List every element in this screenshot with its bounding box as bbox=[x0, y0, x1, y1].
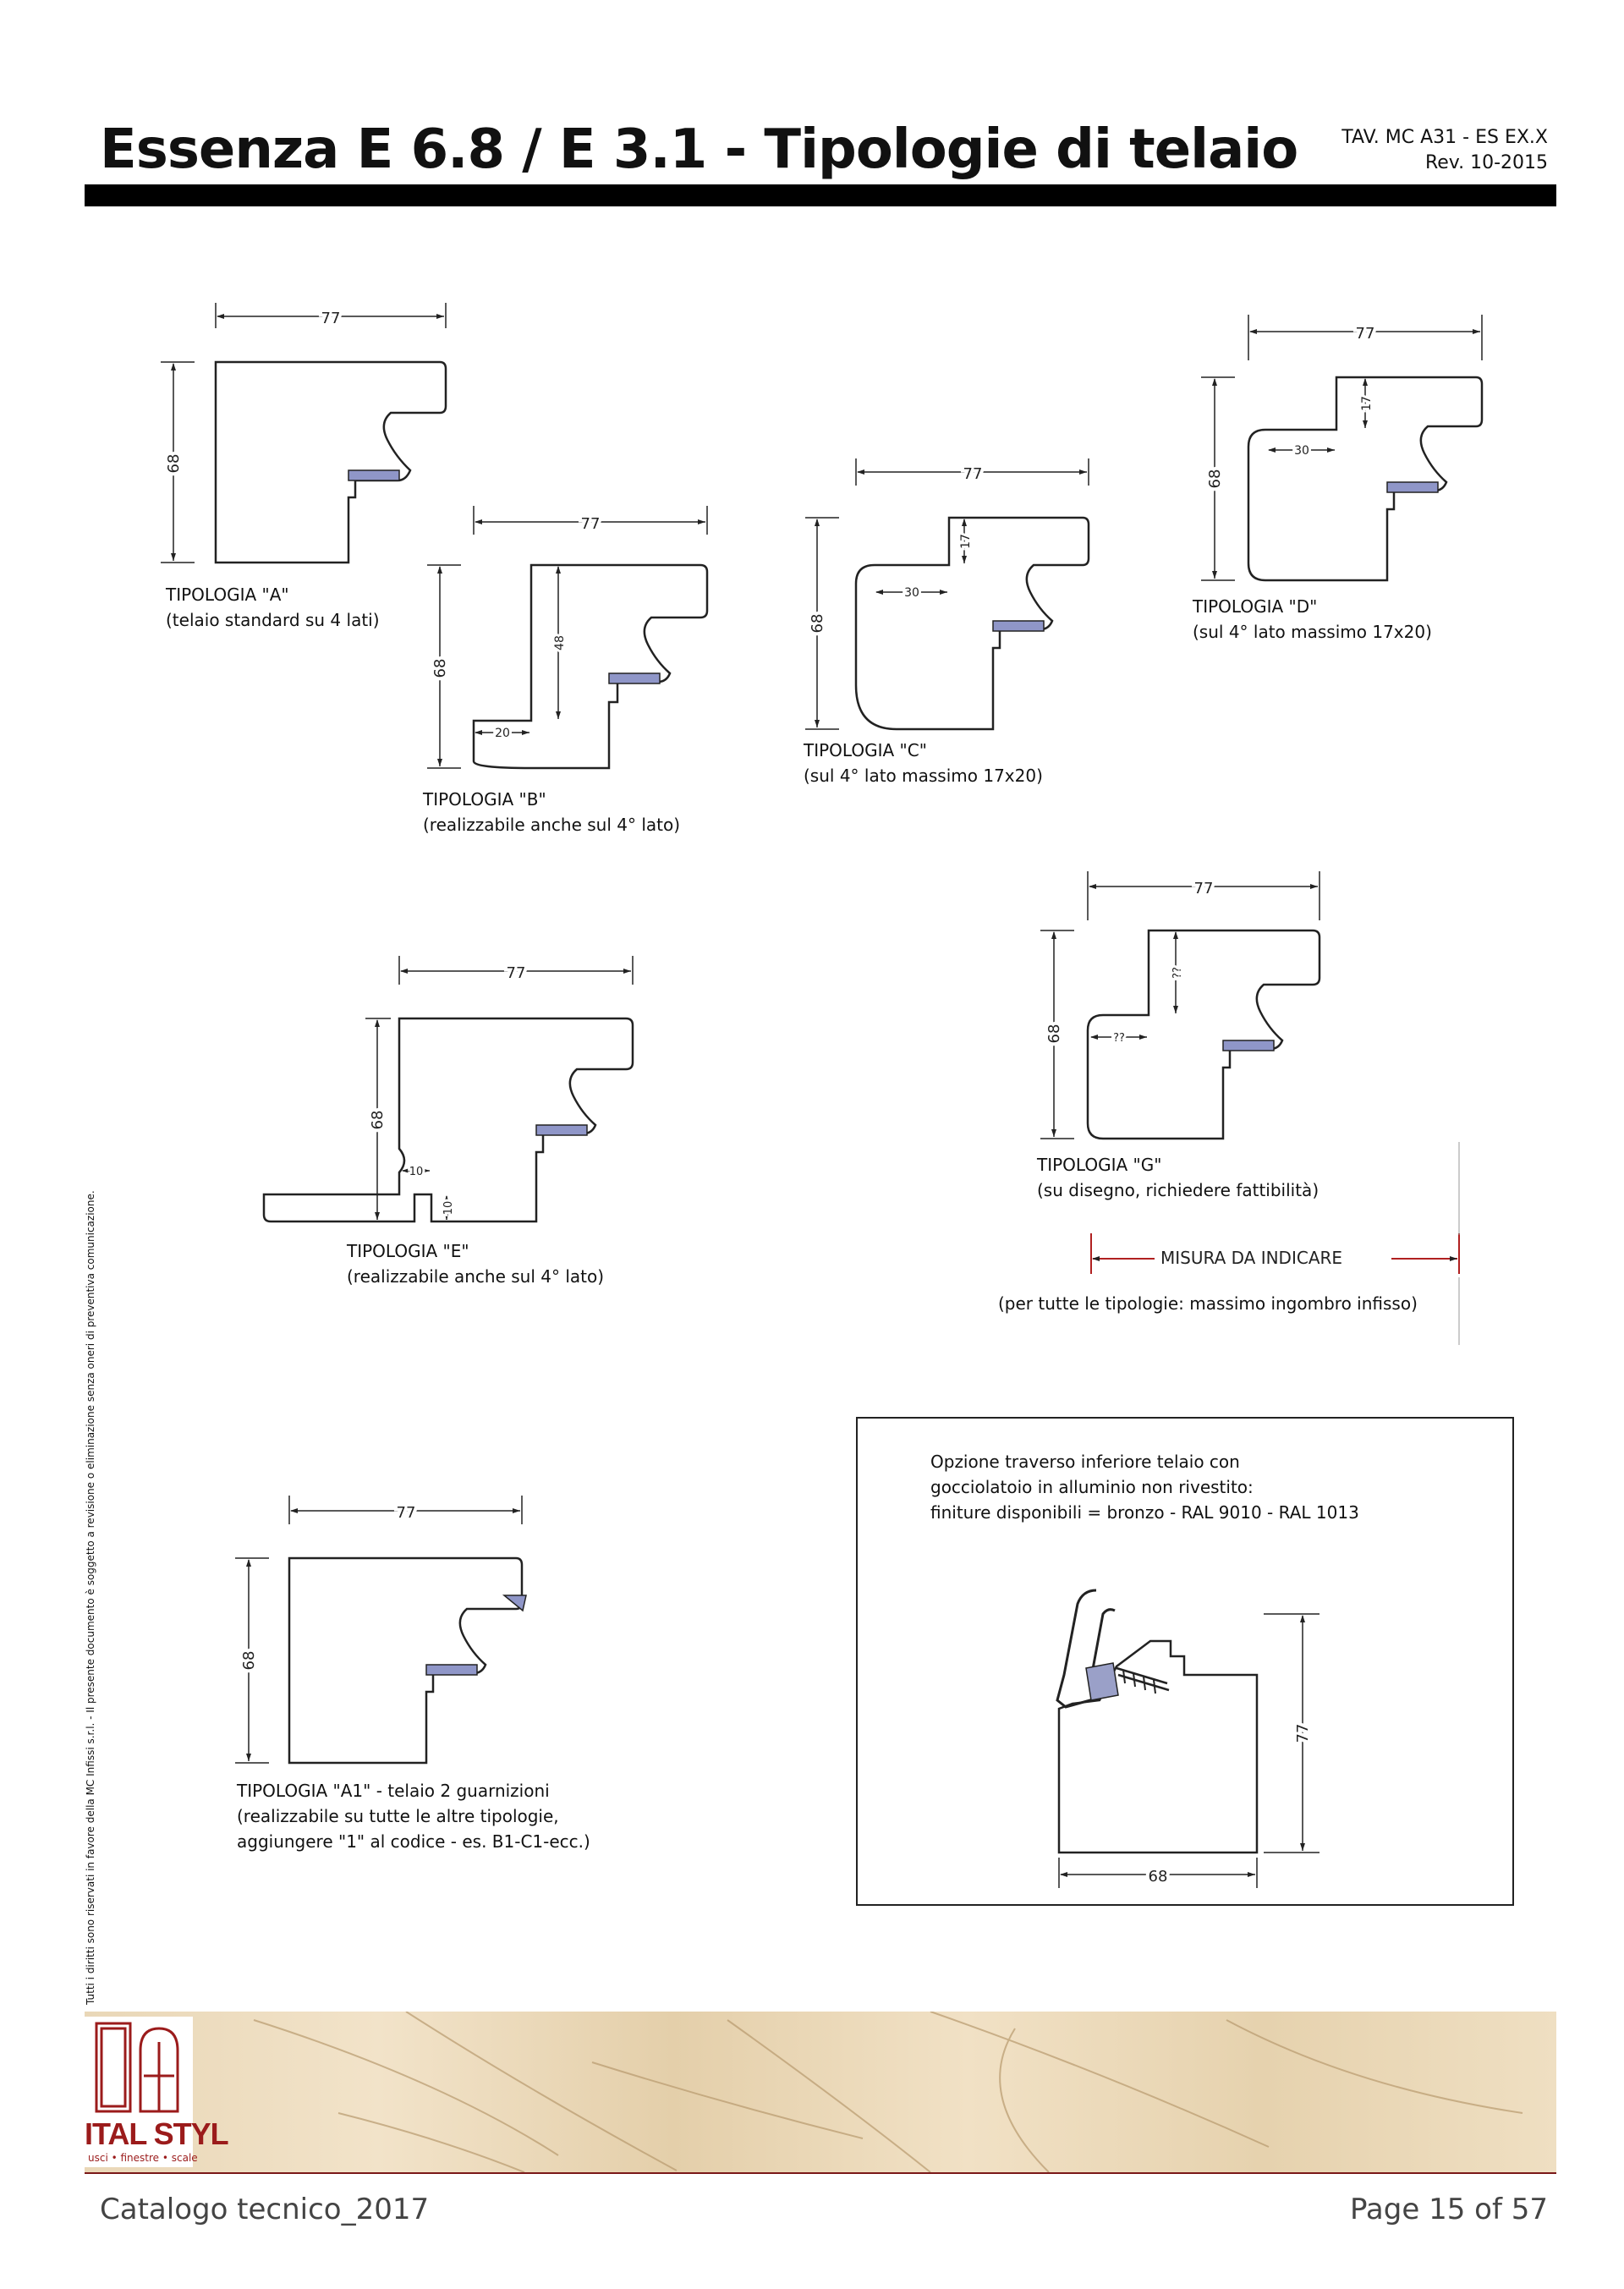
dim-g-step-h: ?? bbox=[1171, 967, 1184, 979]
option-line-1: Opzione traverso inferiore telaio con bbox=[930, 1452, 1240, 1472]
wood-grain bbox=[253, 2012, 1523, 2172]
brand-logo bbox=[85, 2017, 193, 2167]
dim-e-height: 68 bbox=[369, 1111, 387, 1130]
dim-e-notch-w: 10 bbox=[409, 1166, 424, 1178]
footer-page-number: Page 15 of 57 bbox=[1349, 2193, 1548, 2226]
caption-type-d: TIPOLOGIA "D" (sul 4° lato massimo 17x20… bbox=[1193, 594, 1432, 645]
dim-opt-width: 68 bbox=[1149, 1868, 1168, 1886]
dim-opt-height: 77 bbox=[1294, 1724, 1312, 1743]
profile-type-c bbox=[805, 458, 1090, 731]
profile-type-b bbox=[427, 506, 709, 770]
caption-note-2: aggiungere "1" al codice - es. B1-C1-ecc… bbox=[237, 1831, 590, 1852]
dim-a-height: 68 bbox=[165, 454, 183, 474]
dim-d-height: 68 bbox=[1206, 469, 1224, 489]
dim-c-height: 68 bbox=[809, 614, 826, 634]
ref-code: TAV. MC A31 - ES EX.X bbox=[1341, 127, 1548, 148]
caption-note: (sul 4° lato massimo 17x20) bbox=[1193, 622, 1432, 642]
dim-g-step-w: ?? bbox=[1113, 1032, 1125, 1045]
dim-d-step-w: 30 bbox=[1294, 444, 1309, 458]
caption-type-g: TIPOLOGIA "G" (su disegno, richiedere fa… bbox=[1037, 1152, 1319, 1203]
measure-indicator bbox=[1090, 1142, 1460, 1345]
caption-type-c: TIPOLOGIA "C" (sul 4° lato massimo 17x20… bbox=[804, 738, 1043, 788]
caption-label: TIPOLOGIA "B" bbox=[423, 789, 546, 810]
caption-type-a: TIPOLOGIA "A" (telaio standard su 4 lati… bbox=[166, 582, 380, 633]
caption-note: (sul 4° lato massimo 17x20) bbox=[804, 766, 1043, 786]
dim-b-width: 77 bbox=[581, 515, 601, 533]
caption-note: (realizzabile su tutte le altre tipologi… bbox=[237, 1806, 559, 1826]
caption-note: (realizzabile anche sul 4° lato) bbox=[423, 815, 681, 835]
door-window-icon bbox=[95, 2022, 179, 2113]
caption-note: (telaio standard su 4 lati) bbox=[166, 610, 380, 630]
profile-type-a1 bbox=[235, 1496, 527, 1765]
brand-tagline: usci • finestre • scale bbox=[88, 2152, 198, 2164]
option-text: Opzione traverso inferiore telaio con go… bbox=[930, 1449, 1359, 1525]
copyright-side-note: Tutti i diritti sono riservati in favore… bbox=[85, 1190, 96, 2005]
caption-note: (realizzabile anche sul 4° lato) bbox=[347, 1266, 605, 1287]
caption-label: TIPOLOGIA "A" bbox=[166, 585, 289, 605]
dim-a-width: 77 bbox=[321, 310, 341, 327]
dim-c-step-w: 30 bbox=[904, 586, 919, 600]
measure-label: MISURA DA INDICARE bbox=[1157, 1245, 1347, 1271]
revision: Rev. 10-2015 bbox=[1424, 152, 1548, 173]
dim-b-lip: 20 bbox=[495, 727, 510, 740]
brand-name: ITAL STYL bbox=[85, 2116, 229, 2151]
dim-a1-width: 77 bbox=[397, 1504, 416, 1522]
dim-d-width: 77 bbox=[1356, 325, 1375, 343]
measure-note: (per tutte le tipologie: massimo ingombr… bbox=[998, 1293, 1418, 1314]
footer-rule bbox=[85, 2172, 1556, 2174]
dim-b-inner-height: 48 bbox=[553, 635, 567, 650]
dim-g-height: 68 bbox=[1045, 1024, 1063, 1044]
header-rule bbox=[85, 184, 1556, 206]
caption-label: TIPOLOGIA "C" bbox=[804, 740, 927, 760]
footer-catalog: Catalogo tecnico_2017 bbox=[100, 2193, 430, 2226]
profile-type-a bbox=[161, 303, 447, 564]
caption-label: TIPOLOGIA "E" bbox=[347, 1241, 469, 1261]
profile-type-g bbox=[1040, 871, 1321, 1140]
caption-label: TIPOLOGIA "D" bbox=[1193, 596, 1318, 617]
caption-label: TIPOLOGIA "A1" - telaio 2 guarnizioni bbox=[237, 1781, 550, 1801]
caption-type-b: TIPOLOGIA "B" (realizzabile anche sul 4°… bbox=[423, 787, 680, 837]
drip-profile bbox=[1056, 1589, 1320, 1888]
dim-d-step-h: 17 bbox=[1360, 396, 1374, 411]
dim-c-step-h: 17 bbox=[959, 534, 973, 549]
option-line-2: gocciolatoio in alluminio non rivestito: bbox=[930, 1477, 1254, 1497]
dim-a1-height: 68 bbox=[240, 1651, 258, 1671]
dim-b-height: 68 bbox=[431, 659, 449, 678]
profile-type-e bbox=[262, 956, 634, 1223]
caption-type-e: TIPOLOGIA "E" (realizzabile anche sul 4°… bbox=[347, 1238, 604, 1289]
dim-g-width: 77 bbox=[1194, 880, 1214, 897]
caption-label: TIPOLOGIA "G" bbox=[1037, 1155, 1162, 1175]
profile-type-d bbox=[1201, 315, 1484, 582]
caption-type-a1: TIPOLOGIA "A1" - telaio 2 guarnizioni (r… bbox=[237, 1778, 590, 1854]
wood-banner bbox=[85, 2012, 1556, 2172]
caption-note: (su disegno, richiedere fattibilità) bbox=[1037, 1180, 1320, 1200]
dim-e-notch-h: 10 bbox=[442, 1201, 455, 1216]
option-line-3: finiture disponibili = bronzo - RAL 9010… bbox=[930, 1502, 1359, 1523]
dim-c-width: 77 bbox=[963, 465, 983, 483]
dim-e-width: 77 bbox=[507, 964, 526, 982]
option-box bbox=[856, 1417, 1514, 1906]
page-title: Essenza E 6.8 / E 3.1 - Tipologie di tel… bbox=[100, 118, 1298, 181]
